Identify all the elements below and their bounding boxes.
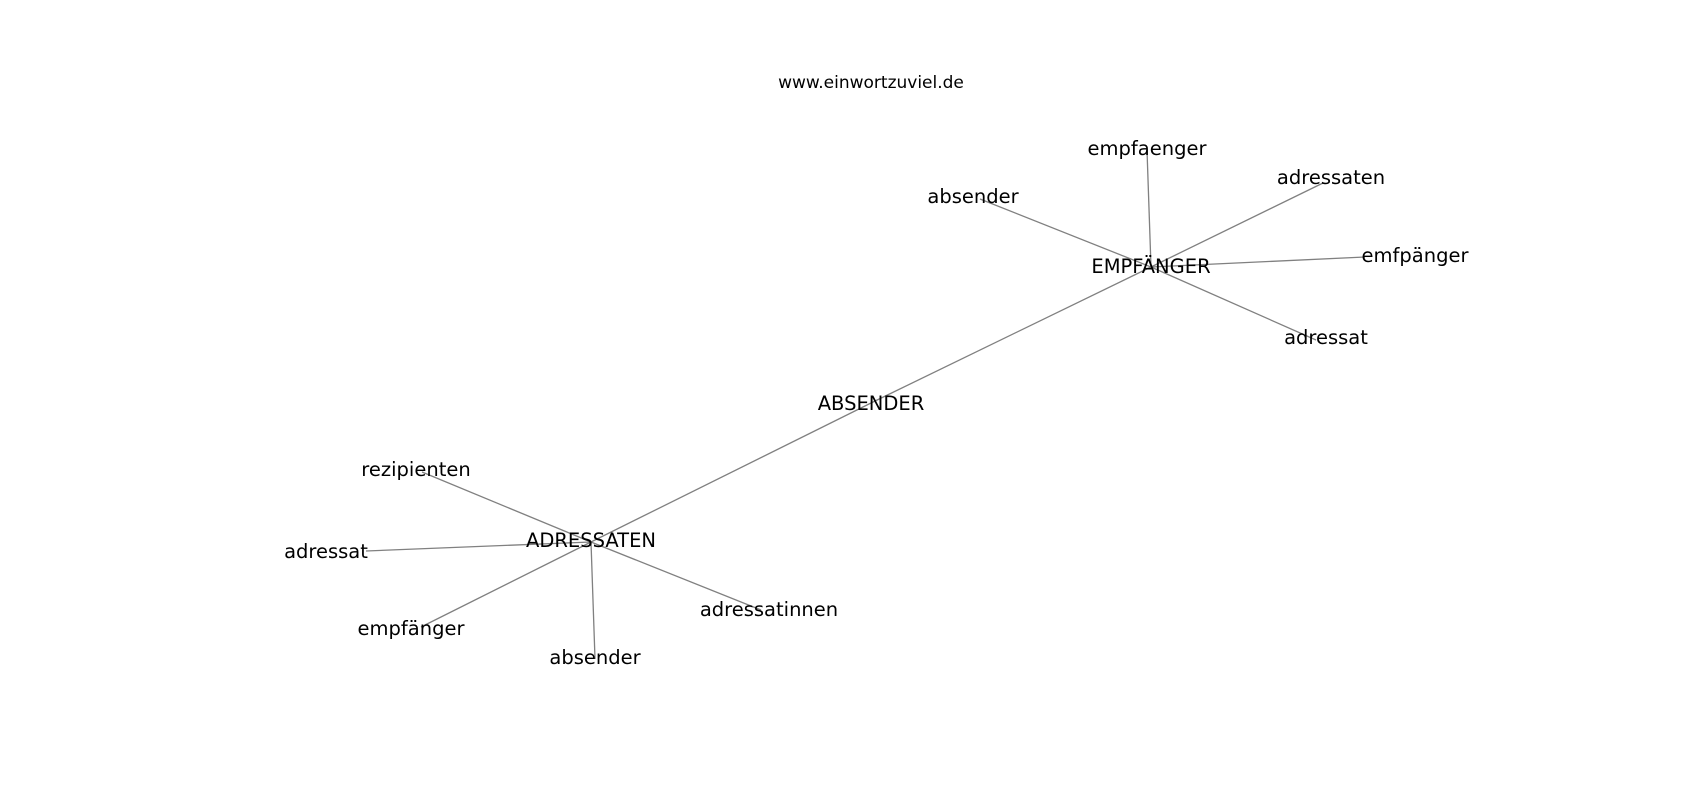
edge-empfaenger-main-to-e-adressaten [1150,182,1324,268]
node-adressaten-absender: absender [549,646,641,669]
edge-adressaten-main-to-a-rezipienten [421,471,592,543]
node-empfaenger-absender: absender [927,185,1019,208]
node-adressaten-rezipienten: rezipienten [361,458,470,481]
node-adressaten-adressat: adressat [284,540,368,563]
edge-empfaenger-main-to-e-adressat [1150,266,1317,341]
node-adressaten-empfaenger: empfänger [358,617,466,640]
edge-empfaenger-main-to-e-emfpaenger [1150,256,1366,268]
node-empfaenger-emfpaenger: emfpänger [1362,244,1470,267]
node-empfaenger-empfaenger: empfaenger [1088,137,1208,160]
edges-layer [365,149,1366,660]
node-adressaten-adressatinnen: adressatinnen [700,598,838,621]
edge-absender-main-to-empfaenger-main [870,266,1152,404]
edge-adressaten-main-to-a-empfaenger [420,541,592,628]
node-empfaenger-adressat: adressat [1284,326,1368,349]
edge-absender-main-to-adressaten-main [590,402,872,543]
edge-adressaten-main-to-a-adressat [365,541,592,552]
edge-empfaenger-main-to-e-absender [979,198,1152,268]
site-url-label: www.einwortzuviel.de [778,73,964,93]
node-absender-main: ABSENDER [818,392,925,415]
edge-adressaten-main-to-a-adressatinnen [590,541,762,611]
node-empfaenger-adressaten: adressaten [1277,166,1385,189]
nodes-layer: ABSENDER EMPFÄNGER ADRESSATEN absender e… [284,137,1469,669]
edge-adressaten-main-to-a-absender [590,541,596,660]
node-adressaten-main: ADRESSATEN [526,529,656,552]
node-empfaenger-main: EMPFÄNGER [1091,255,1210,278]
edge-empfaenger-main-to-e-empfaenger [1146,149,1152,268]
